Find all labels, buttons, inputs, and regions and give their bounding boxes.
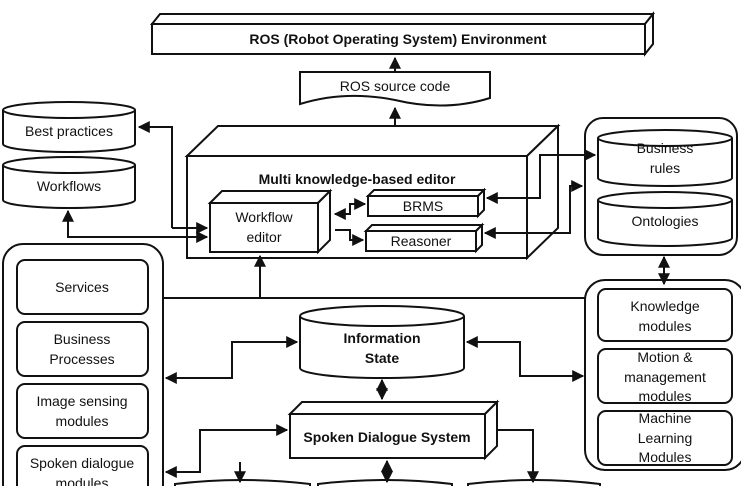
arrow-info-right — [465, 336, 585, 382]
ontologies-label: Ontologies — [632, 213, 699, 229]
ros-environment-box: ROS (Robot Operating System) Environment — [149, 11, 656, 57]
knowledge-module: Knowledge modules — [597, 288, 733, 342]
services-module: Services — [16, 259, 149, 315]
workflows-label: Workflows — [37, 178, 101, 194]
arrow-sds-bottom-3 — [497, 429, 539, 484]
image-sensing-line1: Image sensing — [36, 393, 127, 409]
workflow-editor-line2: editor — [246, 229, 281, 245]
best-practices-label: Best practices — [25, 123, 113, 139]
reasoner-label: Reasoner — [391, 233, 452, 249]
machine-learning-module: Machine Learning Modules — [597, 410, 733, 466]
ml-line2: Learning — [638, 430, 693, 446]
image-sensing-line2: modules — [56, 413, 109, 429]
information-state-db: Information State — [299, 305, 465, 379]
motion-line2: management — [624, 369, 706, 385]
information-state-line1: Information — [344, 330, 421, 346]
business-processes-line1: Business — [54, 331, 111, 347]
ros-source-code-label: ROS source code — [340, 78, 451, 94]
spoken-dialogue-line2: modules — [56, 475, 109, 486]
best-practices-db: Best practices — [2, 101, 136, 153]
ml-line1: Machine — [639, 410, 692, 426]
image-sensing-module: Image sensing modules — [16, 383, 149, 439]
services-label: Services — [55, 279, 109, 295]
business-processes-module: Business Processes — [16, 321, 149, 377]
sds-label: Spoken Dialogue System — [303, 429, 470, 445]
workflows-db: Workflows — [2, 156, 136, 209]
information-state-line2: State — [365, 350, 399, 366]
arrow-editor-brms — [333, 198, 367, 220]
ontologies-db: Ontologies — [597, 191, 733, 247]
motion-module: Motion & management modules — [597, 348, 733, 404]
business-rules-line2: rules — [650, 160, 680, 176]
ml-line3: Modules — [639, 449, 692, 465]
spoken-dialogue-module: Spoken dialogue modules — [16, 445, 149, 486]
brms-box: BRMS — [365, 187, 487, 219]
arrow-editor-reasoner — [335, 229, 365, 246]
ros-environment-label: ROS (Robot Operating System) Environment — [249, 31, 546, 47]
knowledge-line2: modules — [639, 318, 692, 334]
spoken-dialogue-line1: Spoken dialogue — [30, 455, 135, 471]
ros-source-code-box: ROS source code — [299, 71, 491, 107]
brms-label: BRMS — [403, 198, 443, 214]
workflow-editor-box: Workflow editor — [207, 188, 333, 255]
arrow-reasoner-rules — [483, 180, 584, 239]
bottom-component-2 — [317, 479, 453, 486]
arrow-to-best-practices — [137, 121, 173, 228]
business-rules-db: Business rules — [597, 129, 733, 187]
arrow-workflows-editor — [62, 209, 209, 243]
motion-line1: Motion & — [637, 349, 693, 365]
arrow-info-left — [164, 336, 299, 384]
reasoner-box: Reasoner — [363, 222, 485, 254]
business-rules-line1: Business — [637, 140, 694, 156]
knowledge-line1: Knowledge — [630, 298, 699, 314]
arrow-sds-left — [164, 424, 289, 478]
spoken-dialogue-system-box: Spoken Dialogue System — [287, 399, 500, 461]
motion-line3: modules — [639, 388, 692, 404]
workflow-editor-line1: Workflow — [235, 209, 293, 225]
editor-title: Multi knowledge-based editor — [259, 171, 456, 187]
bottom-component-1 — [174, 479, 311, 486]
business-processes-line2: Processes — [49, 351, 114, 367]
